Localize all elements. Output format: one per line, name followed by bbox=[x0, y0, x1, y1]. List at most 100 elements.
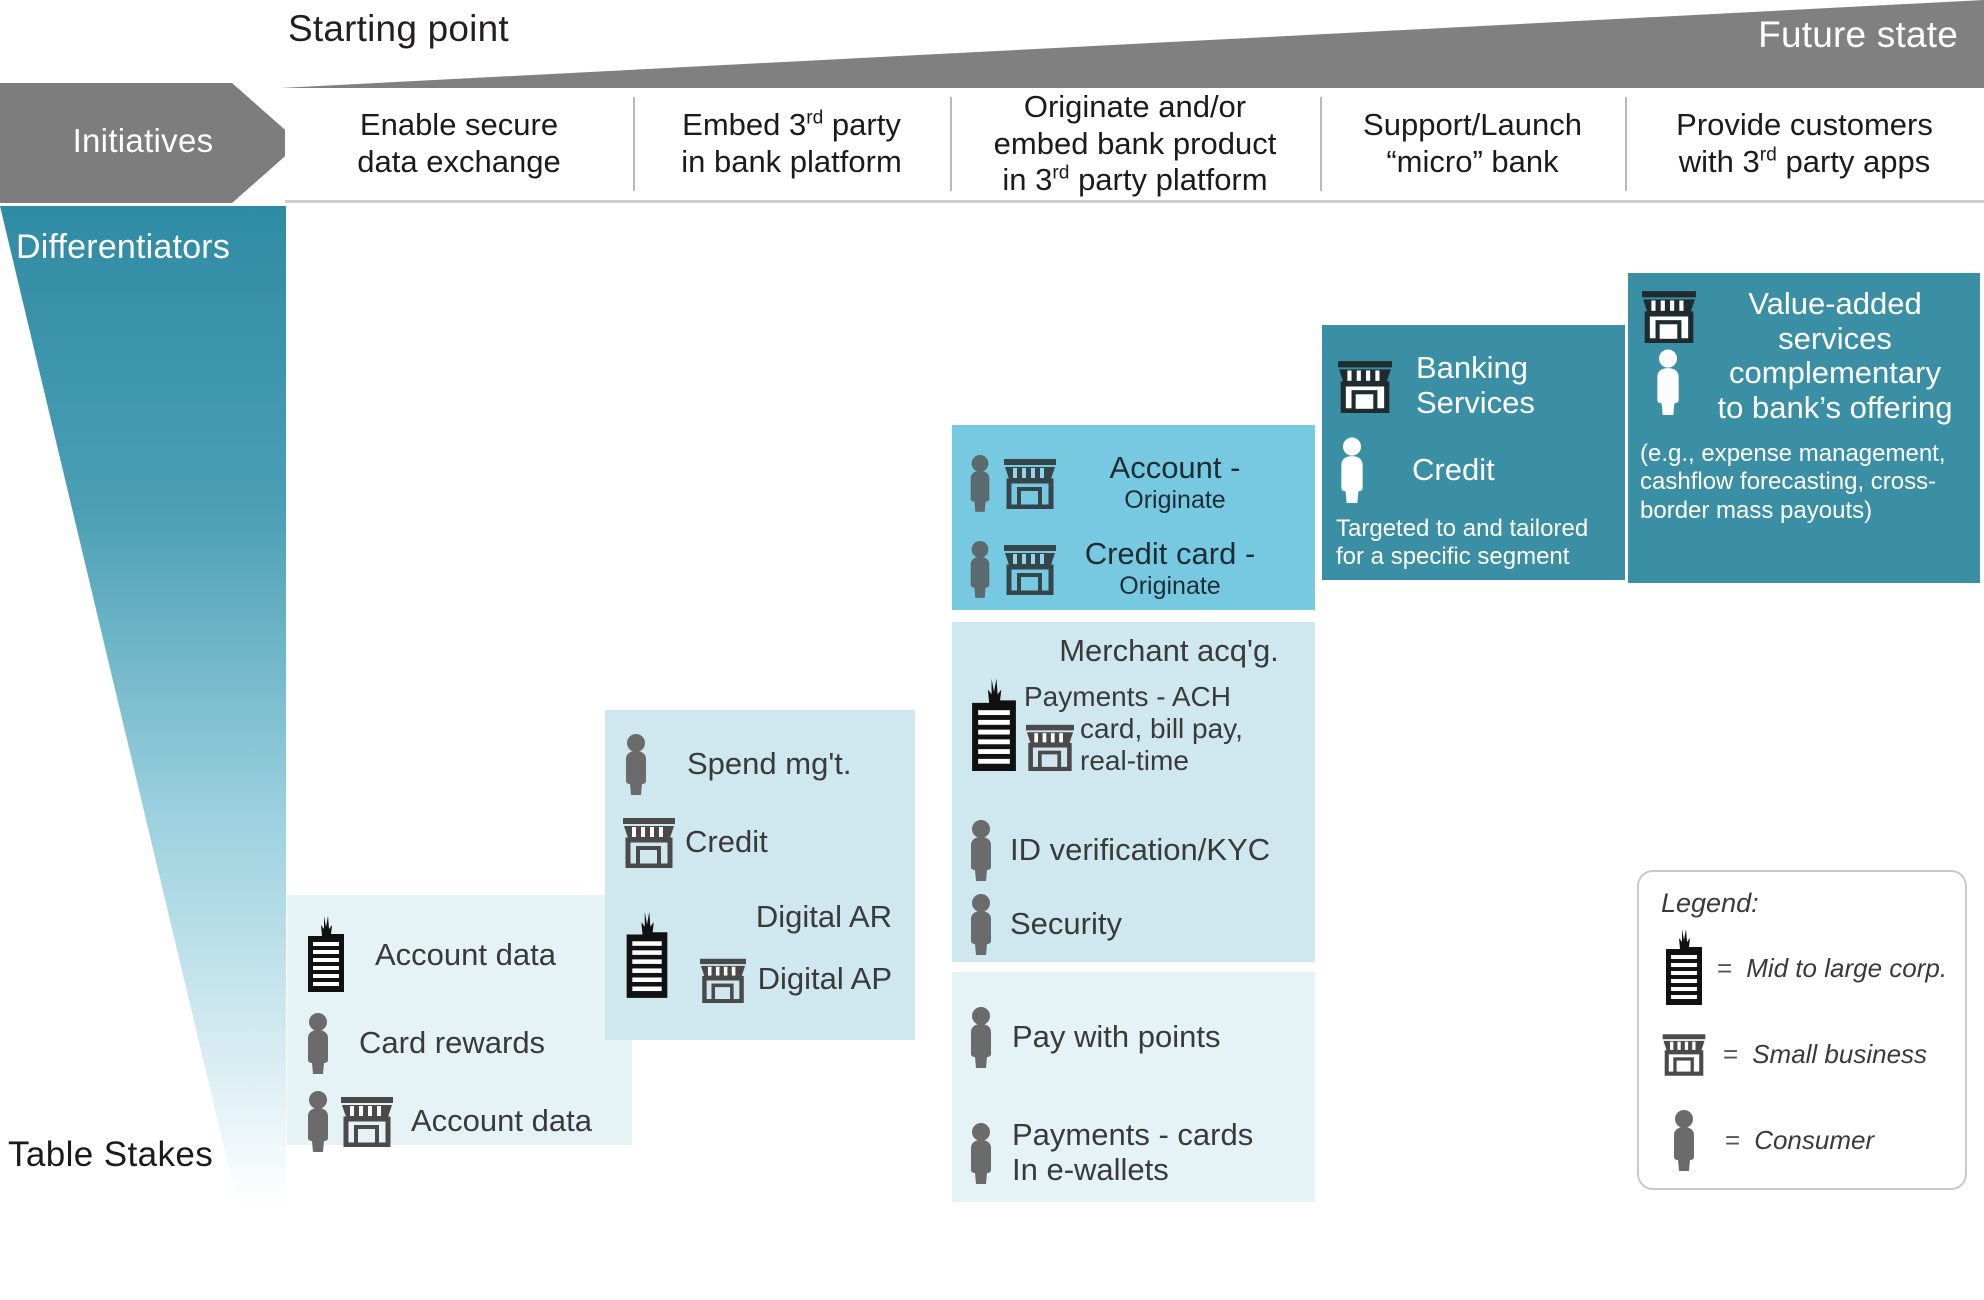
corp-icon bbox=[966, 660, 1022, 792]
list-item[interactable]: Credit bbox=[1336, 431, 1625, 509]
list-item[interactable]: Spend mg't. bbox=[621, 726, 915, 802]
consumer-icon bbox=[966, 1122, 996, 1184]
col5-note-line2: cashflow forecasting, cross- bbox=[1640, 468, 1937, 496]
col4-note-line2: for a specific segment bbox=[1336, 543, 1570, 571]
box-col5-differentiator[interactable]: Value-added services complementary to ba… bbox=[1628, 273, 1980, 583]
corp-icon bbox=[1661, 928, 1707, 1008]
list-item-label: Digital AP bbox=[757, 961, 892, 997]
smallbiz-icon bbox=[698, 957, 748, 1003]
list-item-group[interactable]: Digital AR Digital AP bbox=[621, 882, 915, 1032]
list-item[interactable]: Credit card - Originate bbox=[966, 527, 1315, 611]
consumer-icon bbox=[966, 819, 996, 881]
col5-title-line3: complementary bbox=[1729, 355, 1941, 391]
list-item-sublabel: Originate bbox=[1124, 485, 1226, 514]
smallbiz-icon bbox=[1024, 717, 1076, 777]
legend-label: Mid to large corp. bbox=[1746, 952, 1948, 983]
list-item[interactable]: Payments - cards In e-wallets bbox=[966, 1108, 1315, 1198]
col1-line1: Enable secure bbox=[359, 107, 559, 143]
consumer-icon bbox=[303, 1012, 333, 1074]
box-col1-table-stakes[interactable]: Account data Card rewards Account data bbox=[287, 895, 632, 1152]
column-header-provide-customers-3rd-party-apps[interactable]: Provide customers with 3rd party apps bbox=[1625, 88, 1984, 200]
legend-label: Small business bbox=[1752, 1038, 1928, 1069]
box-col3-differentiator[interactable]: Account - Originate Credit card - Origin… bbox=[952, 425, 1315, 610]
list-item-label: ID verification/KYC bbox=[1010, 831, 1271, 867]
box-col4-differentiator[interactable]: Banking Services Credit Targeted to and … bbox=[1322, 325, 1625, 580]
legend-equals: = bbox=[1723, 1038, 1739, 1069]
col4-note-line1: Targeted to and tailored bbox=[1336, 515, 1589, 542]
col5-title-line1: Value-added bbox=[1748, 286, 1922, 321]
consumer-icon bbox=[303, 1090, 333, 1152]
list-item[interactable]: Card rewards bbox=[303, 1007, 632, 1079]
consumer-icon bbox=[966, 1006, 996, 1068]
differentiators-label: Differentiators bbox=[16, 228, 231, 266]
smallbiz-icon bbox=[1661, 1030, 1707, 1078]
list-item-label: Security bbox=[1010, 905, 1122, 941]
list-item-group[interactable]: Merchant acq'g. Payments - ACH card, bil… bbox=[966, 630, 1315, 792]
list-item-label: Account - bbox=[1109, 450, 1241, 486]
list-item-label: Card rewards bbox=[359, 1024, 546, 1060]
legend-item-consumer: = Consumer bbox=[1661, 1097, 1965, 1183]
future-state-label: Future state bbox=[1758, 14, 1958, 55]
list-item[interactable]: Account - Originate bbox=[966, 439, 1315, 527]
legend-title: Legend: bbox=[1661, 888, 1759, 918]
list-item[interactable]: Pay with points bbox=[966, 994, 1315, 1080]
col5-title-line4: to bank’s offering bbox=[1717, 390, 1953, 426]
smallbiz-icon bbox=[1640, 289, 1700, 343]
smallbiz-icon bbox=[1336, 359, 1394, 413]
list-item[interactable]: ID verification/KYC bbox=[966, 812, 1315, 888]
payments-line2: card, bill pay, bbox=[1080, 712, 1243, 744]
payments-line1: Payments - ACH bbox=[1024, 680, 1231, 712]
list-item-label: Spend mg't. bbox=[687, 745, 852, 781]
legend-equals: = bbox=[1717, 952, 1733, 983]
col4-line2: “micro” bank bbox=[1386, 144, 1559, 179]
column-header-embed-3rd-party-in-bank-platform[interactable]: Embed 3rd party in bank platform bbox=[633, 88, 950, 200]
col5-note-line3: border mass payouts) bbox=[1640, 496, 1873, 524]
list-item-label: Digital AR bbox=[755, 899, 892, 934]
smallbiz-icon bbox=[1002, 457, 1058, 509]
column-header-enable-secure-data-exchange[interactable]: Enable secure data exchange bbox=[285, 88, 633, 200]
column-header-originate-embed-bank-product[interactable]: Originate and/or embed bank product in 3… bbox=[950, 88, 1320, 200]
box-col3-table-stakes-mid[interactable]: Merchant acq'g. Payments - ACH card, bil… bbox=[952, 622, 1315, 962]
col3-line1: Originate and/or bbox=[1023, 89, 1247, 125]
table-stakes-label: Table Stakes bbox=[8, 1135, 214, 1174]
list-item-label: Account data bbox=[375, 936, 556, 972]
col5-line2: with 3rd party apps bbox=[1678, 144, 1931, 179]
col2-line1: Embed 3rd party bbox=[682, 107, 901, 143]
consumer-icon bbox=[966, 454, 994, 512]
list-item[interactable]: Account data bbox=[303, 909, 632, 1001]
col5-note-line1: (e.g., expense management, bbox=[1640, 439, 1946, 467]
col5-line1: Provide customers bbox=[1676, 107, 1933, 143]
legend-item-small-business: = Small business bbox=[1661, 1011, 1965, 1097]
merchant-acquiring-heading: Merchant acq'g. bbox=[1059, 633, 1279, 668]
col1-line2: data exchange bbox=[357, 144, 561, 179]
list-item-label: Credit bbox=[685, 823, 768, 859]
col5-title-line2: services bbox=[1778, 320, 1892, 356]
col3-line3: in 3rd party platform bbox=[1002, 162, 1268, 198]
consumer-icon bbox=[621, 733, 651, 795]
legend-item-mid-to-large-corp: = Mid to large corp. bbox=[1661, 925, 1965, 1011]
box-col3-table-stakes-bottom[interactable]: Pay with points Payments - cards In e-wa… bbox=[952, 972, 1315, 1202]
box-col2-table-stakes[interactable]: Spend mg't. Credit Digital AR Digital AP bbox=[605, 710, 915, 1040]
list-item[interactable]: Account data bbox=[303, 1085, 632, 1157]
corp-icon bbox=[621, 892, 673, 1020]
differentiators-gradient-wedge bbox=[0, 206, 286, 1206]
initiatives-label: Initiatives bbox=[72, 122, 214, 159]
initiatives-arrow-shape bbox=[0, 83, 300, 203]
list-item[interactable]: Credit bbox=[621, 802, 915, 882]
consumer-icon bbox=[1640, 349, 1700, 415]
column-header-support-launch-micro-bank[interactable]: Support/Launch “micro” bank bbox=[1320, 88, 1625, 200]
smallbiz-icon bbox=[1002, 543, 1058, 595]
list-item-label: Payments - cards In e-wallets bbox=[1012, 1117, 1254, 1187]
list-item-label: Pay with points bbox=[1012, 1018, 1221, 1054]
col2-line2: in bank platform bbox=[681, 144, 902, 179]
list-item[interactable]: Banking Services bbox=[1336, 341, 1625, 431]
progression-banner-wedge bbox=[280, 0, 1984, 88]
col3-line2: embed bank product bbox=[993, 125, 1277, 161]
legend-equals: = bbox=[1725, 1124, 1741, 1155]
list-item[interactable]: Security bbox=[966, 888, 1315, 960]
list-item-label: Banking Services bbox=[1416, 350, 1535, 420]
consumer-icon bbox=[1336, 437, 1368, 503]
starting-point-label: Starting point bbox=[288, 8, 509, 49]
list-item-label: Account data bbox=[411, 1102, 592, 1138]
